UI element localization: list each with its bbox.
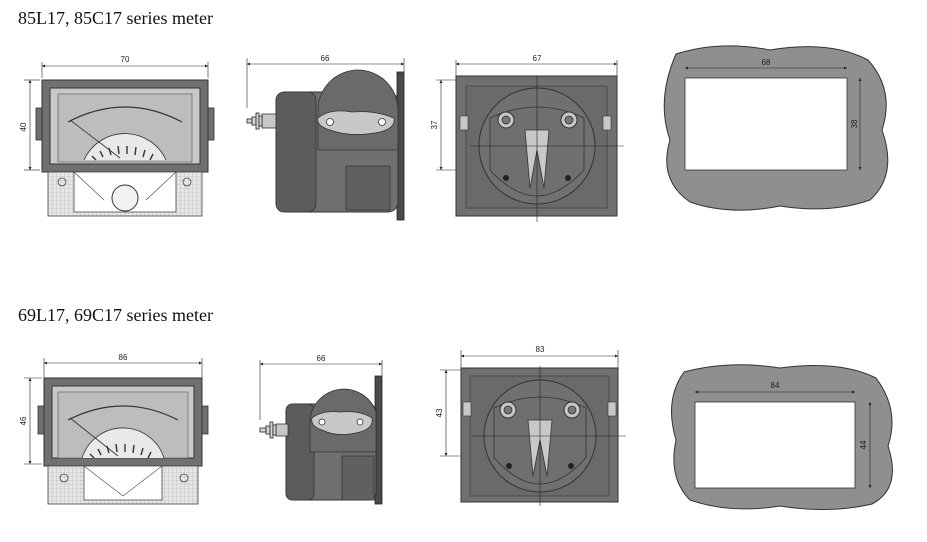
section-title-85-series: 85L17, 85C17 series meter <box>18 8 213 28</box>
front-view-85: 70 40 <box>19 55 215 217</box>
cutout-width-label: 84 <box>771 381 780 390</box>
cutout-width-label: 68 <box>762 58 771 67</box>
back-width-label: 83 <box>536 345 545 354</box>
front-width-label: 70 <box>121 55 130 64</box>
front-height-label: 40 <box>19 122 28 131</box>
cutout-height-label: 38 <box>850 119 859 128</box>
back-view-69: 83 43 <box>435 345 626 506</box>
side-depth-label: 66 <box>321 54 330 63</box>
side-view-69: 66 <box>259 354 383 505</box>
back-width-label: 67 <box>533 54 542 63</box>
cutout-height-label: 44 <box>859 440 868 449</box>
back-height-label: 43 <box>435 408 444 417</box>
front-view-69: 86 46 <box>19 353 209 505</box>
front-width-label: 86 <box>119 353 128 362</box>
back-view-85: 67 37 <box>430 54 624 222</box>
side-view-85: 66 <box>246 54 405 221</box>
front-height-label: 46 <box>19 416 28 425</box>
section-title-69-series: 69L17, 69C17 series meter <box>18 305 213 325</box>
back-height-label: 37 <box>430 120 439 129</box>
side-depth-label: 66 <box>317 354 326 363</box>
panel-cutout-69: 84 44 <box>671 364 893 511</box>
panel-cutout-85: 68 38 <box>663 45 889 211</box>
